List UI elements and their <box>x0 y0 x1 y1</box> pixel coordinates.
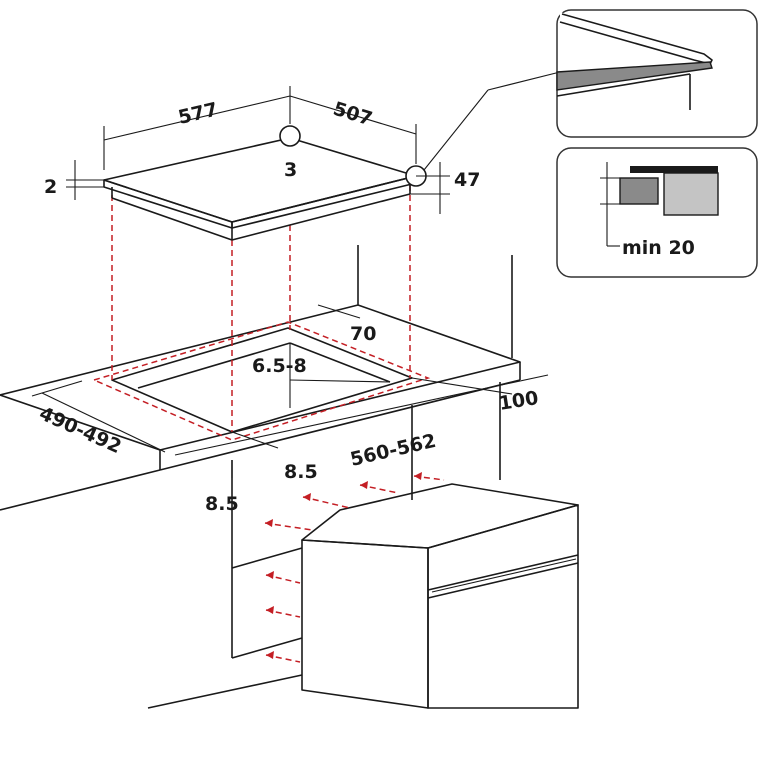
detail-panel-corner-profile <box>556 9 758 138</box>
dim-hob-depth: 507 <box>331 98 375 131</box>
cutout-projection-lines <box>91 185 431 441</box>
detail-panel-min-clearance: min 20 <box>556 147 758 278</box>
lower-cabinet <box>147 382 501 709</box>
dim-glass-thickness: 2 <box>44 176 57 198</box>
dim-side-clearance: 100 <box>497 387 540 415</box>
dimension-lines <box>31 86 549 478</box>
dim-front-clearance: 8.5 <box>284 461 318 483</box>
dim-corner-radius: 3 <box>284 159 297 181</box>
dim-hob-width: 577 <box>176 99 220 129</box>
dim-side-clearance-left: 8.5 <box>205 493 239 515</box>
dim-corner-cut: 6.5-8 <box>252 355 307 377</box>
corner-detail-marker-top <box>279 125 301 147</box>
dim-hob-height: 47 <box>454 169 480 191</box>
induction-hob <box>103 71 561 241</box>
built-in-oven <box>301 483 579 709</box>
min-clearance-label: min 20 <box>622 237 695 259</box>
dim-back-clearance: 70 <box>350 323 376 345</box>
airflow-arrows <box>264 472 445 663</box>
countertop <box>0 245 521 511</box>
dim-cutout-width: 560-562 <box>348 430 438 471</box>
